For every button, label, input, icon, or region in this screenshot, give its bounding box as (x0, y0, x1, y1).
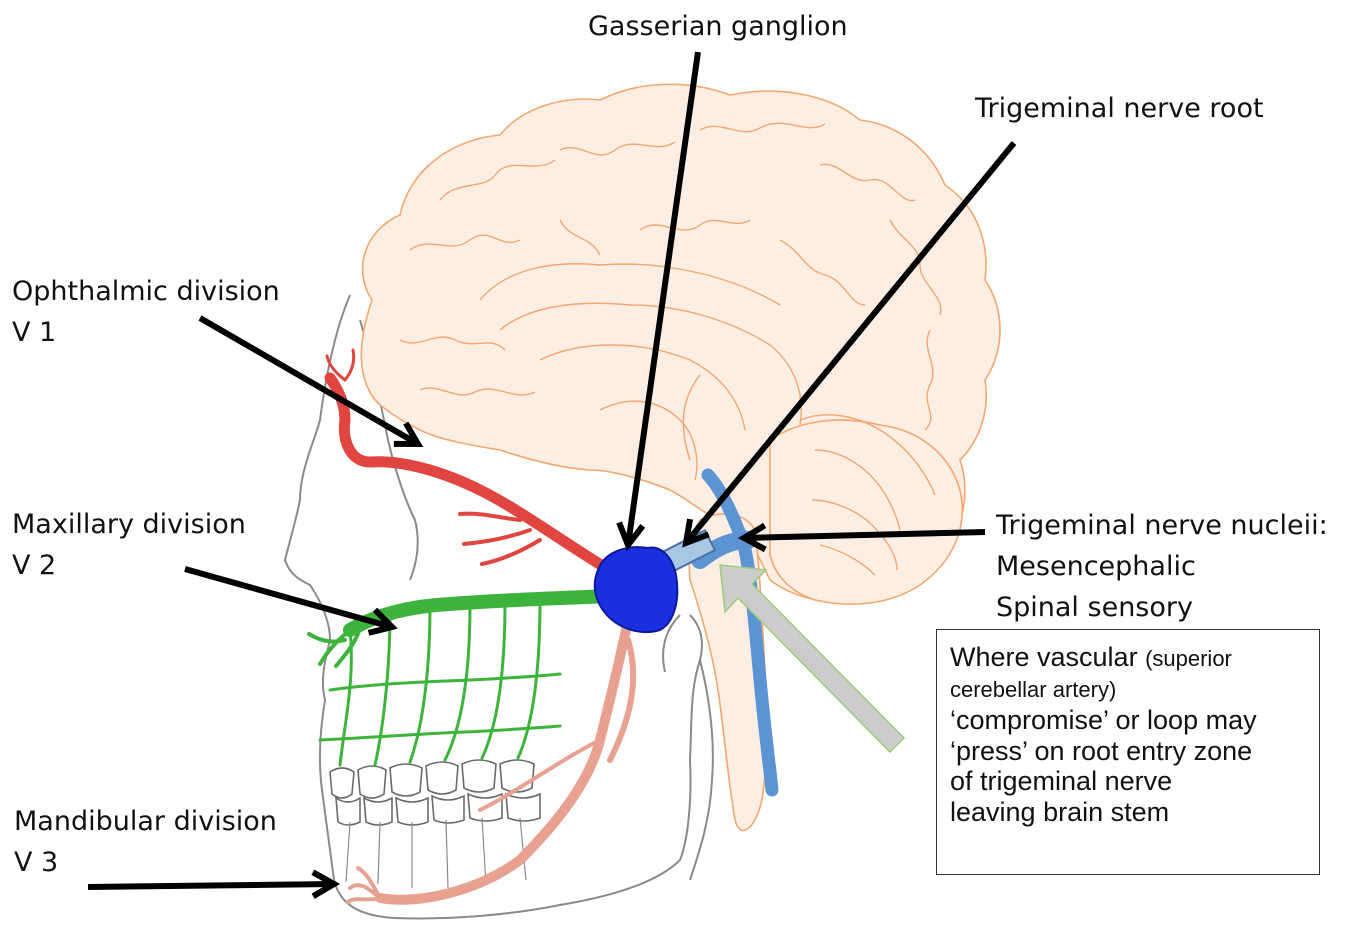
label-maxillary-division: Maxillary division V 2 (12, 504, 246, 586)
label-ophthalmic-division: Ophthalmic division V 1 (12, 271, 280, 353)
note-line6: leaving brain stem (950, 797, 1309, 828)
arrow-mandibular-division (88, 884, 334, 887)
mandibular-nerve (348, 620, 633, 902)
label-trigeminal-nerve-root: Trigeminal nerve root (975, 88, 1264, 129)
note-line2: cerebellar artery) (950, 675, 1309, 706)
vascular-compromise-note: Where vascular (superior cerebellar arte… (936, 629, 1320, 875)
label-maxillary-line1: Maxillary division (12, 504, 246, 545)
gasserian-ganglion (595, 547, 678, 632)
maxillary-nerve (309, 596, 610, 765)
label-ophthalmic-line2: V 1 (12, 312, 280, 353)
note-line1b: (superior (1145, 646, 1232, 671)
label-mandibular-line1: Mandibular division (14, 801, 277, 842)
note-line3: ‘compromise’ or loop may (950, 705, 1309, 736)
label-ophthalmic-line1: Ophthalmic division (12, 271, 280, 312)
label-maxillary-line2: V 2 (12, 545, 246, 586)
note-line4: ‘press’ on root entry zone (950, 736, 1309, 767)
label-nuclei-line3: Spinal sensory (996, 587, 1328, 628)
label-trigeminal-nerve-nuclei: Trigeminal nerve nucleii: Mesencephalic … (996, 505, 1328, 628)
label-mandibular-line2: V 3 (14, 842, 277, 883)
brain (361, 84, 1000, 830)
label-gasserian-ganglion-text: Gasserian ganglion (588, 6, 848, 47)
label-nuclei-line2: Mesencephalic (996, 546, 1328, 587)
label-nuclei-line1: Trigeminal nerve nucleii: (996, 505, 1328, 546)
label-gasserian-ganglion: Gasserian ganglion (588, 6, 848, 47)
note-line1a: Where vascular (950, 642, 1145, 672)
label-trigeminal-nerve-root-text: Trigeminal nerve root (975, 88, 1264, 129)
note-line5: of trigeminal nerve (950, 766, 1309, 797)
note-line1: Where vascular (superior (950, 642, 1309, 675)
label-mandibular-division: Mandibular division V 3 (14, 801, 277, 883)
